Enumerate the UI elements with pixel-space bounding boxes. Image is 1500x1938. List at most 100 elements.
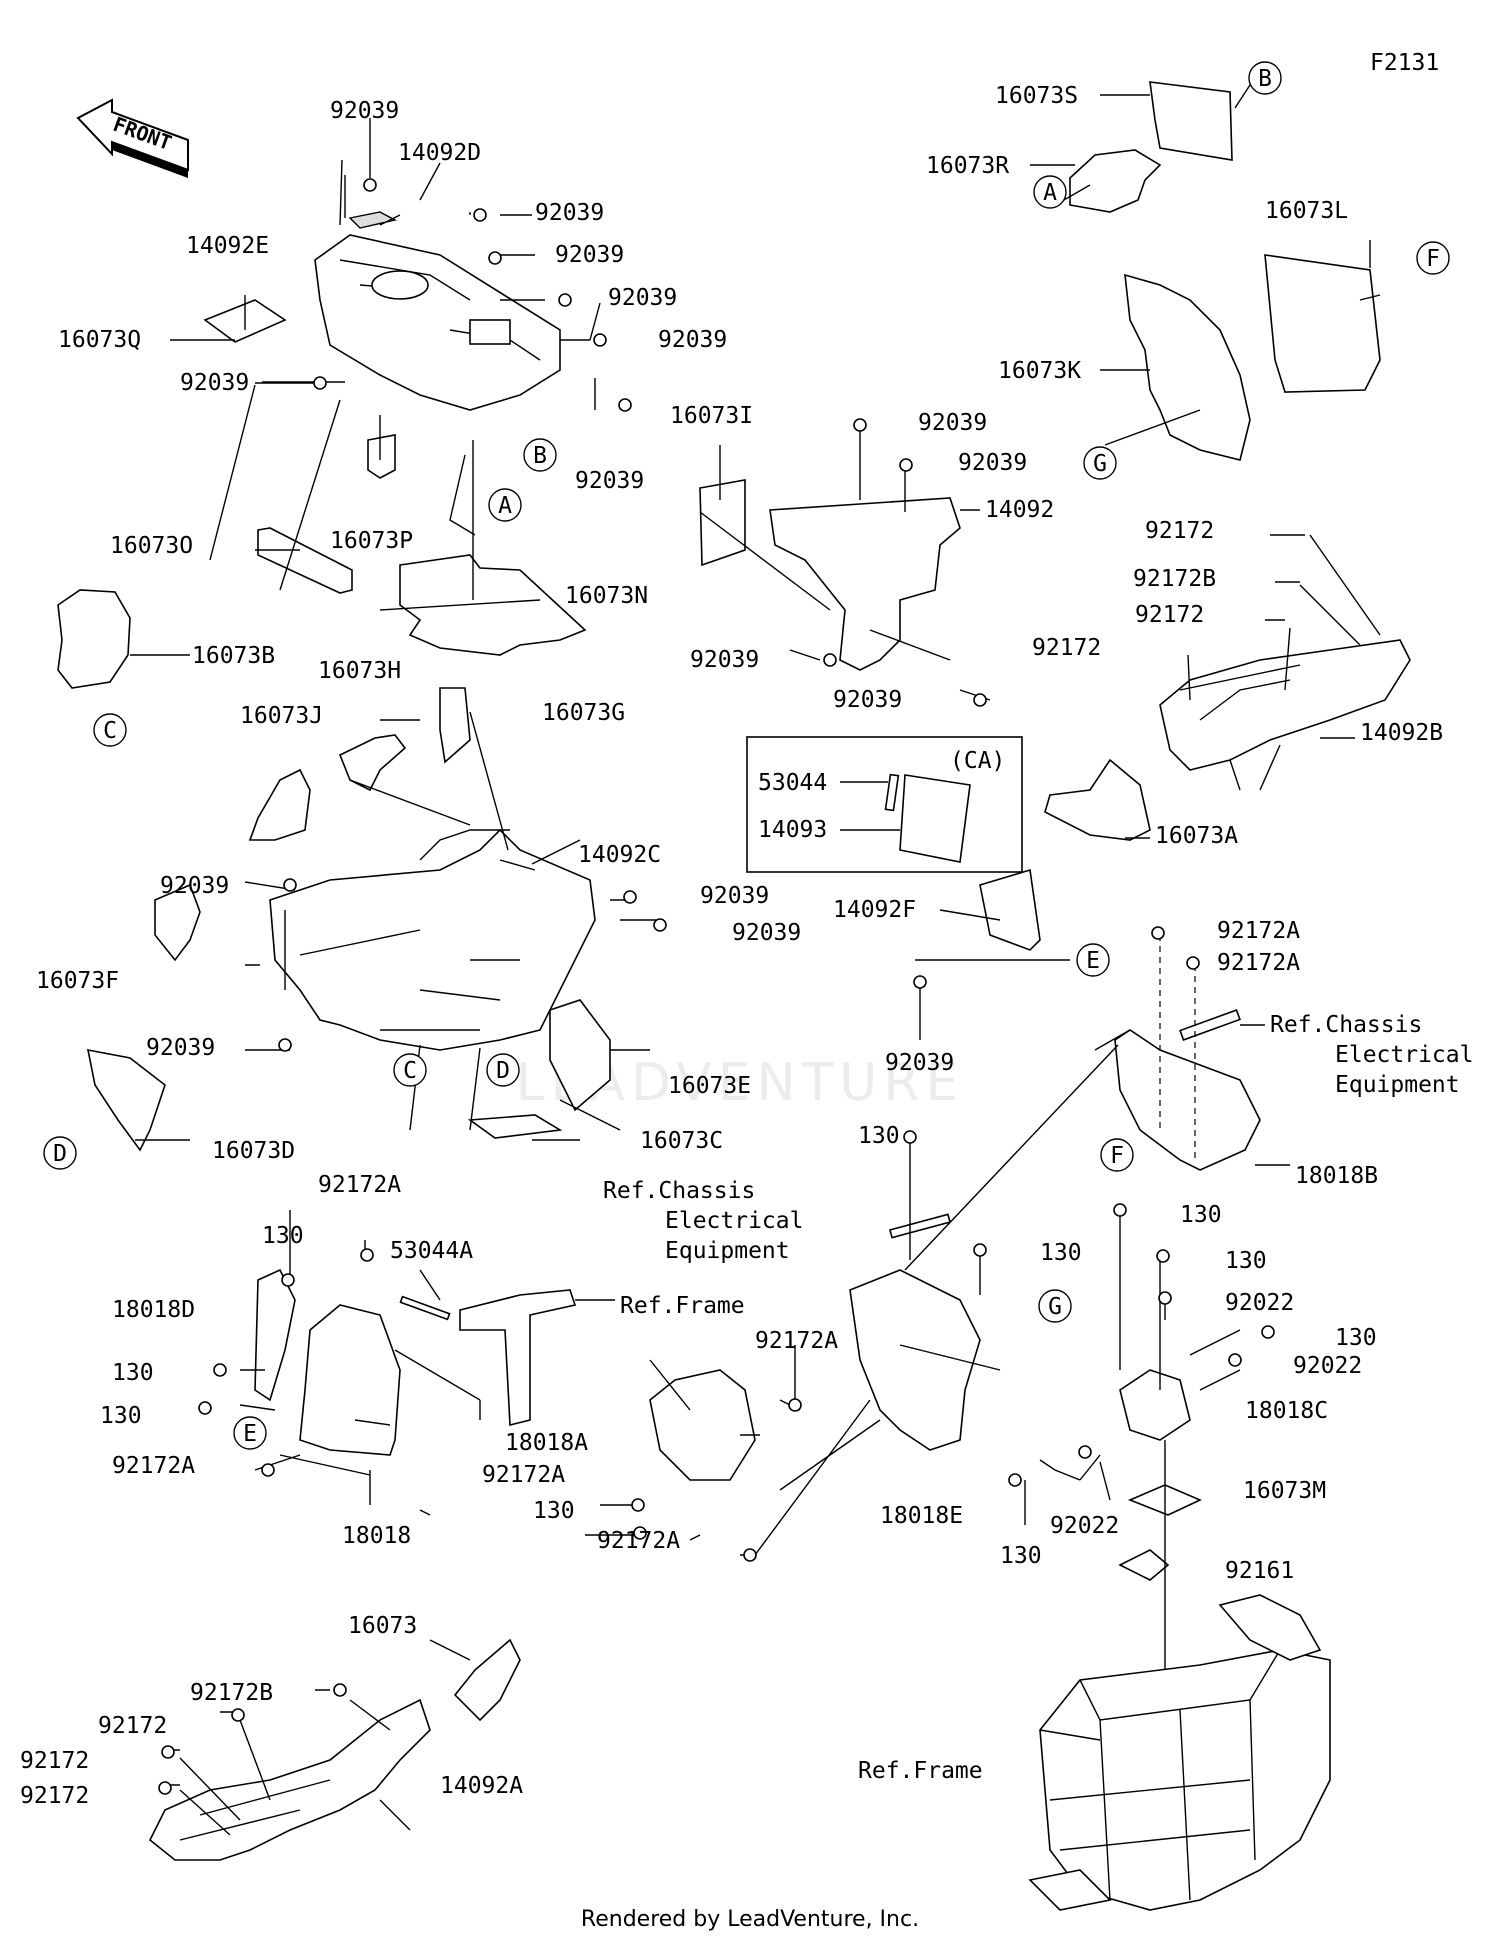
part-16073J <box>248 768 311 841</box>
label-92172A: 92172A <box>112 1453 195 1479</box>
label-92172: 92172 <box>98 1713 167 1739</box>
label-18018D: 18018D <box>112 1297 195 1323</box>
label-16073F: 16073F <box>36 968 119 994</box>
part-16073A <box>1044 758 1151 841</box>
label-92172B: 92172B <box>190 1680 273 1706</box>
front-arrow-icon: FRONT <box>76 98 189 178</box>
label-92172: 92172 <box>20 1783 89 1809</box>
label-92039: 92039 <box>732 920 801 946</box>
option-box-ca <box>746 736 1023 873</box>
label-14092A: 14092A <box>440 1773 523 1799</box>
callout-A: A <box>498 493 512 519</box>
label-130: 130 <box>1180 1202 1222 1228</box>
label-92172A: 92172A <box>597 1528 680 1554</box>
part-53044 <box>884 773 900 812</box>
label-18018B: 18018B <box>1295 1163 1378 1189</box>
part-92161 <box>1118 1549 1170 1581</box>
label-92022: 92022 <box>1293 1353 1362 1379</box>
label-92172: 92172 <box>1032 635 1101 661</box>
part-16073S <box>1149 81 1233 161</box>
label-92039: 92039 <box>160 873 229 899</box>
callout-F: F <box>1110 1143 1124 1169</box>
part-16073R <box>1069 149 1162 213</box>
label-ref-chassis: Ref.Chassis <box>1270 1012 1422 1038</box>
figure-code: F2131 <box>1370 50 1439 76</box>
part-16073L <box>1264 254 1381 393</box>
part-14092F <box>979 868 1041 951</box>
label-ref-chassis-equipment: Equipment <box>665 1238 790 1264</box>
fastener-icon <box>903 1130 1275 1487</box>
part-16073P <box>367 434 396 479</box>
label-53044: 53044 <box>758 770 827 796</box>
option-box-label: (CA) <box>950 748 1005 774</box>
label-92161: 92161 <box>1225 1558 1294 1584</box>
callout-D: D <box>53 1141 67 1167</box>
label-92039: 92039 <box>958 450 1027 476</box>
part-18018C <box>1119 1369 1191 1441</box>
label-130: 130 <box>1335 1325 1377 1351</box>
part-ref-frame <box>1028 1594 1331 1911</box>
label-130: 130 <box>100 1403 142 1429</box>
part-14092C <box>269 828 596 1051</box>
label-92039: 92039 <box>700 883 769 909</box>
label-16073Q: 16073Q <box>58 327 141 353</box>
part-16073E <box>549 999 611 1112</box>
label-16073B: 16073B <box>192 643 275 669</box>
label-16073S: 16073S <box>995 83 1078 109</box>
label-92022: 92022 <box>1225 1290 1294 1316</box>
part-18018D <box>254 1268 296 1402</box>
label-16073P: 16073P <box>330 528 413 554</box>
part-ref-frame-bracket <box>459 1289 577 1427</box>
label-130: 130 <box>262 1223 304 1249</box>
part-18018B <box>1114 1029 1261 1171</box>
callout-B: B <box>1258 66 1272 92</box>
label-130: 130 <box>1040 1240 1082 1266</box>
part-14092E <box>314 234 561 411</box>
part-14092B <box>1159 639 1411 771</box>
label-92039: 92039 <box>690 647 759 673</box>
part-16073C <box>467 1114 563 1139</box>
label-16073J: 16073J <box>240 703 323 729</box>
label-16073N: 16073N <box>565 583 648 609</box>
label-92039: 92039 <box>608 285 677 311</box>
label-14092F: 14092F <box>833 897 916 923</box>
part-14092D <box>348 211 397 229</box>
label-92039: 92039 <box>658 327 727 353</box>
label-14092E: 14092E <box>186 233 269 259</box>
callout-A: A <box>1043 180 1057 206</box>
label-18018A: 18018A <box>505 1430 588 1456</box>
label-ref-frame: Ref.Frame <box>858 1758 983 1784</box>
part-16073I <box>699 479 746 567</box>
label-130: 130 <box>1225 1248 1267 1274</box>
label-92039: 92039 <box>833 687 902 713</box>
label-92039: 92039 <box>535 200 604 226</box>
callout-G: G <box>1093 451 1107 477</box>
part-16073B <box>57 589 131 689</box>
callout-C: C <box>103 718 117 744</box>
part-16073D <box>86 1048 166 1152</box>
label-ref-chassis-electrical: Electrical <box>665 1208 803 1234</box>
part-16073K <box>1124 273 1251 461</box>
label-92172B: 92172B <box>1133 566 1216 592</box>
fastener-icon <box>278 878 667 1052</box>
label-53044A: 53044A <box>390 1238 473 1264</box>
label-130: 130 <box>112 1360 154 1386</box>
part-14092A <box>148 1698 431 1861</box>
label-ref-chassis: Ref.Chassis <box>603 1178 755 1204</box>
callout-F: F <box>1426 246 1440 272</box>
label-92172A: 92172A <box>1217 918 1300 944</box>
part-18018A <box>649 1369 756 1481</box>
label-16073K: 16073K <box>998 358 1081 384</box>
part-16073O <box>257 527 353 594</box>
label-16073I: 16073I <box>670 403 753 429</box>
fastener-icon <box>1186 956 1200 970</box>
part-chassis-strap-2 <box>889 1213 951 1239</box>
label-ref-frame: Ref.Frame <box>620 1293 745 1319</box>
part-16073 <box>453 1638 521 1722</box>
part-53044A <box>399 1295 451 1321</box>
callout-D: D <box>496 1058 510 1084</box>
label-92039: 92039 <box>555 242 624 268</box>
label-16073R: 16073R <box>926 153 1009 179</box>
fastener-icon <box>823 418 987 707</box>
